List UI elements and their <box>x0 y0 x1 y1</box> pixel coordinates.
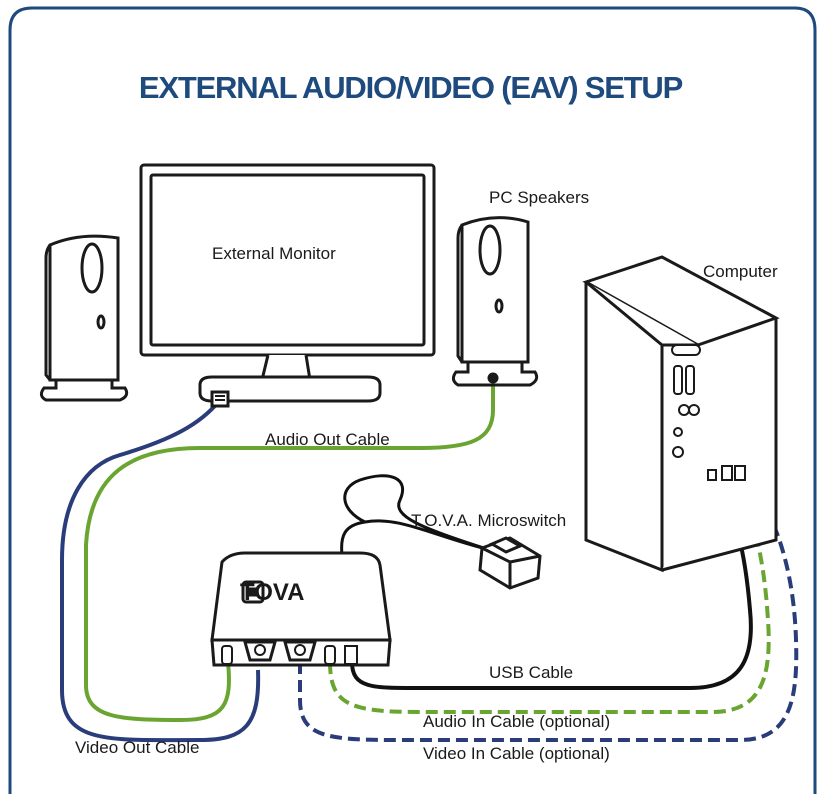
computer-label: Computer <box>703 262 778 281</box>
diagram-frame <box>8 6 817 794</box>
microswitch-cable <box>340 474 491 556</box>
pc-speakers-label: PC Speakers <box>489 188 590 207</box>
computer-tower <box>582 255 780 573</box>
audio-out-cable-label: Audio Out Cable <box>265 430 390 449</box>
left-speaker <box>39 234 129 402</box>
external-monitor-label: External Monitor <box>212 244 336 263</box>
video-in-cable-label: Video In Cable (optional) <box>423 744 610 763</box>
external-monitor <box>139 163 436 408</box>
audio-in-cable-label: Audio In Cable (optional) <box>423 712 611 731</box>
tova-microswitch <box>478 536 542 590</box>
tova-device <box>210 551 392 667</box>
page-title: EXTERNAL AUDIO/VIDEO (EAV) SETUP <box>138 70 683 105</box>
right-speaker <box>451 216 539 387</box>
video-out-cable-label: Video Out Cable <box>75 738 200 757</box>
video-in-cable <box>298 478 799 742</box>
usb-cable-label: USB Cable <box>489 663 574 682</box>
video-out-cable <box>60 398 261 743</box>
audio-out-cable <box>84 382 495 723</box>
microswitch-label: T.O.V.A. Microswitch <box>411 511 567 530</box>
device-brand-label: TOVA <box>240 579 305 606</box>
